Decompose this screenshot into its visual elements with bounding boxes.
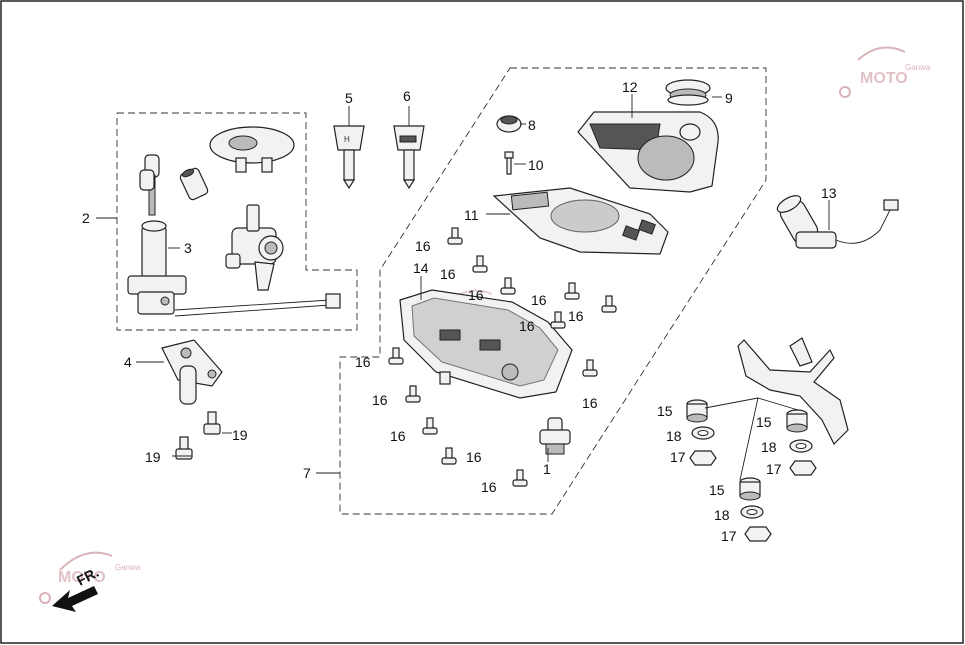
callout-19a: 19 [232,427,248,443]
part-10 [504,151,514,175]
callout-15a: 15 [657,403,673,419]
callout-4: 4 [124,354,132,370]
callout-17b: 17 [766,461,782,477]
part-key-6 [393,125,425,190]
callout-16k: 16 [466,449,482,465]
watermark-suffix: Ganwa [905,63,931,72]
part-meter-case-14 [399,289,573,399]
callout-16d: 16 [531,292,547,308]
callout-18a: 18 [666,428,682,444]
callout-15b: 15 [756,414,772,430]
callout-18b: 18 [761,439,777,455]
part-socket-1 [539,417,571,455]
callout-16b: 16 [440,266,456,282]
watermark-brand-2: MOTO [58,569,106,586]
part-ignition-switch [127,126,341,317]
callout-1: 1 [543,461,551,477]
part-key-5: H [333,125,365,190]
part-18-washers [691,426,813,519]
callout-14: 14 [413,260,429,276]
callout-3: 3 [184,240,192,256]
callout-16g: 16 [355,354,371,370]
part-17-nuts [689,450,817,542]
callout-17c: 17 [721,528,737,544]
part-screws-19 [175,411,221,460]
part-sensor-13 [776,195,899,249]
callout-10: 10 [528,157,544,173]
leader-lines [96,94,830,474]
callout-17a: 17 [670,449,686,465]
callout-16j: 16 [390,428,406,444]
part-grommet-9 [665,79,711,106]
watermark-top-right: MOTO Ganwa [839,46,931,98]
part-bracket-4 [161,339,223,405]
part-screws-16 [388,227,617,487]
callout-19b: 19 [145,449,161,465]
callout-11: 11 [464,207,479,223]
callout-8: 8 [528,117,536,133]
callout-16h: 16 [582,395,598,411]
callout-7: 7 [303,465,311,481]
callout-labels: 1 2 3 4 5 6 7 8 9 10 11 12 13 14 15 15 1… [82,79,837,544]
callout-15c: 15 [709,482,725,498]
watermark-bottom-left: MOTO Ganwa [39,551,141,604]
callout-13: 13 [821,185,837,201]
part-meter-cover-12 [577,111,719,193]
watermark-suffix-2: Ganwa [115,563,141,572]
callout-18c: 18 [714,507,730,523]
callout-16c: 16 [468,287,484,303]
callout-5: 5 [345,90,353,106]
callout-16l: 16 [481,479,497,495]
part-8 [496,115,522,133]
part-dial-plate-11 [492,187,669,255]
callout-16i: 16 [372,392,388,408]
callout-6: 6 [403,88,411,104]
callout-16a: 16 [415,238,431,254]
callout-2: 2 [82,210,90,226]
callout-9: 9 [725,90,733,106]
svg-text:H: H [344,135,350,144]
callout-16e: 16 [568,308,584,324]
group-box-2 [116,112,358,331]
watermark-brand: MOTO [860,70,908,87]
callout-12: 12 [622,79,638,95]
part-meter-bracket [737,337,849,446]
callout-16f: 16 [519,318,535,334]
